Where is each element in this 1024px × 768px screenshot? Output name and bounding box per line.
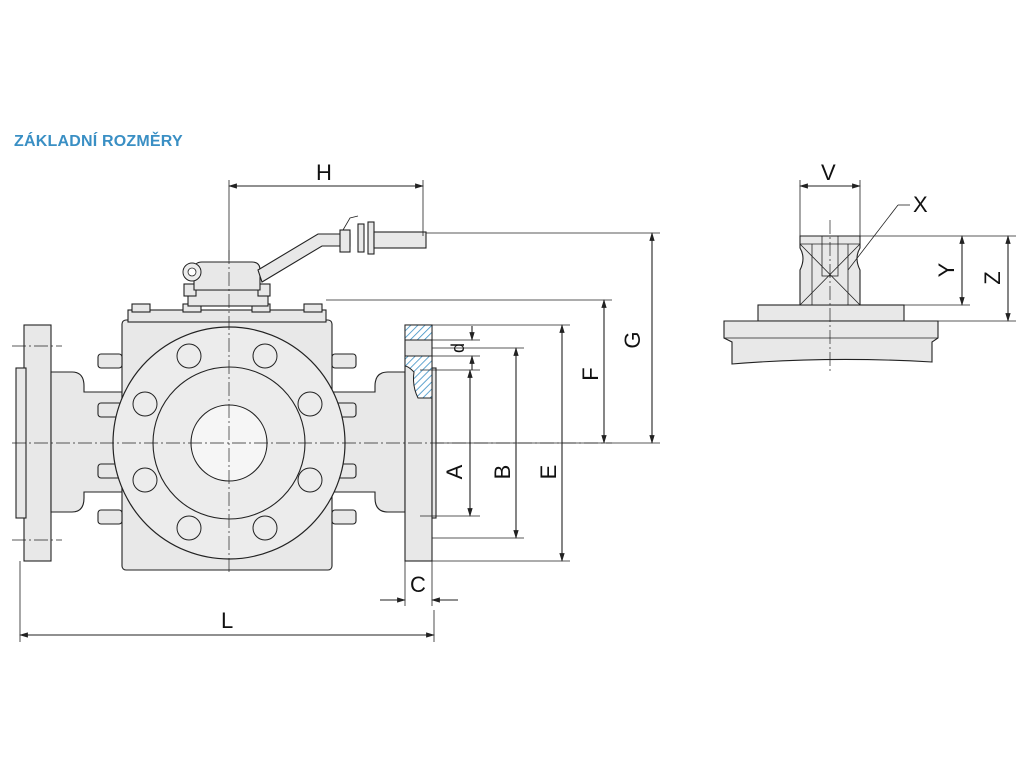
dim-V-label: V [821, 160, 836, 185]
dim-Y-label: Y [934, 262, 959, 277]
top-bolt [131, 303, 151, 313]
stem-gland [187, 289, 269, 307]
body-top-plate [127, 309, 327, 323]
page-title: ZÁKLADNÍ ROZMĚRY [14, 133, 183, 150]
lever-arm [257, 233, 351, 283]
top-bolt [303, 303, 323, 313]
stem-detail-view: V X Y Z [723, 160, 1016, 372]
dim-F-label: F [578, 367, 603, 380]
dimensions-main: H G F d A B E C [19, 160, 660, 642]
dim-A-label: A [442, 464, 467, 479]
lever-grip-ring [367, 221, 375, 255]
detail-flange [723, 320, 939, 365]
dim-H-label: H [316, 160, 332, 185]
dim-B-label: B [490, 465, 515, 480]
lever-grip [373, 231, 427, 249]
dim-G-label: G [620, 331, 645, 348]
bolt-holes [132, 343, 323, 541]
detail-top-plate [757, 304, 905, 322]
dim-C-label: C [410, 572, 426, 597]
dim-E-label: E [536, 465, 561, 480]
lever-grip-ring [339, 229, 351, 253]
dim-L-label: L [221, 608, 233, 633]
flange-section-top [404, 324, 433, 341]
dim-Z-label: Z [980, 271, 1005, 284]
flange-section-bottom [404, 355, 433, 399]
dim-X-label: X [913, 192, 928, 217]
left-neck [50, 371, 123, 513]
handle-hub [193, 261, 261, 291]
valve-front-view [12, 215, 612, 574]
lever-grip-ring [357, 223, 365, 253]
